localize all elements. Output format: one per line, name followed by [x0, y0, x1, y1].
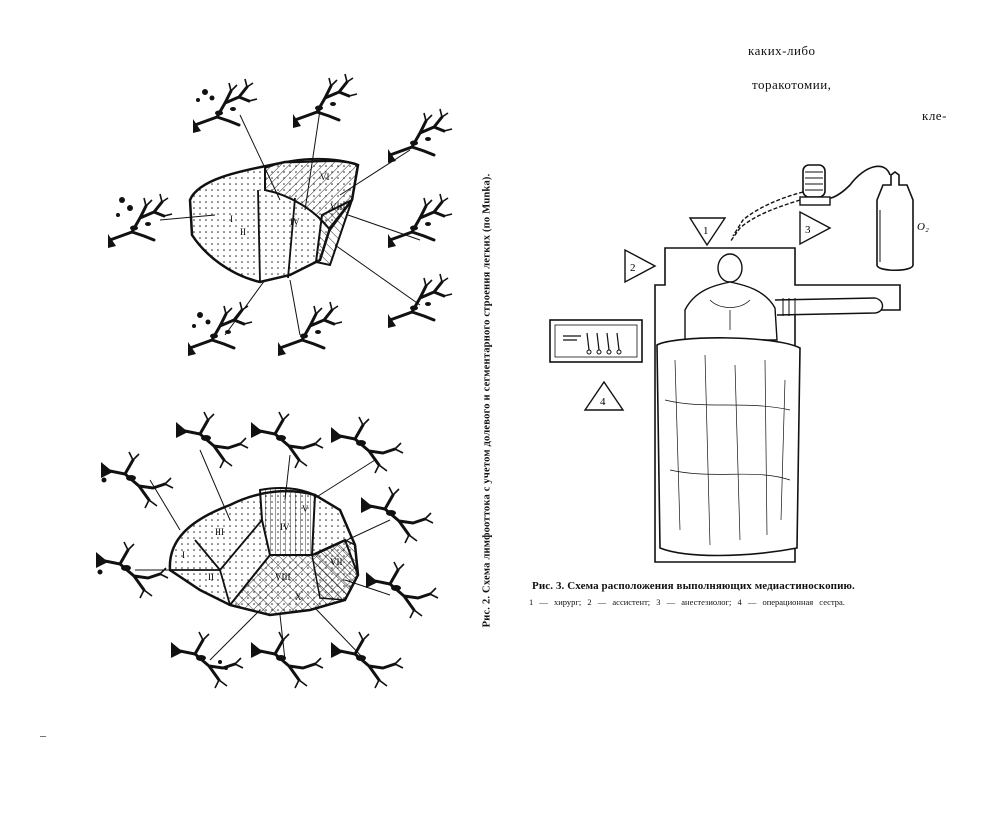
- upper-seg-label-1: I: [230, 214, 233, 224]
- lower-seg-label-10: X: [295, 592, 302, 602]
- marker-3-anesthesiologist: 3: [799, 210, 832, 246]
- svg-text:2: 2: [630, 262, 636, 274]
- instrument-tray: [549, 319, 643, 363]
- lower-lymph-branches: [94, 410, 440, 690]
- text-fragment-2: торакотомии,: [752, 77, 832, 92]
- figure-3-mediastinoscopy-scheme: O₂ 1 2 3: [549, 164, 929, 563]
- upper-lung-diagram: I II IV VI VIII: [188, 157, 360, 284]
- upper-lymph-branches: [106, 72, 454, 358]
- lower-seg-label-4: IV: [280, 522, 290, 532]
- lower-seg-label-8: VIII: [275, 572, 291, 582]
- oxygen-label: O₂: [917, 221, 929, 233]
- text-fragment-3: кле-: [922, 108, 947, 123]
- figure-2-caption: Рис. 2. Схема лимфооттока с учетом долев…: [481, 173, 493, 627]
- lower-seg-label-2: II: [208, 572, 214, 582]
- text-fragment-1: каких-либо: [748, 43, 816, 58]
- lower-seg-label-1: I: [182, 550, 185, 560]
- upper-seg-label-6: VI: [320, 172, 330, 182]
- figure-3-caption-title: Рис. 3. Схема расположения выполняющих м…: [532, 580, 855, 592]
- anesthesia-device: [799, 164, 831, 206]
- figure-2-lymph-drainage-diagram: I II IV VI VIII I III II IV V VIII VII: [94, 72, 454, 690]
- figure-3-caption-legend: 1 — хирург; 2 — ассистент; 3 — анестезио…: [529, 597, 845, 607]
- lower-lung-diagram: I III II IV V VIII VII X: [168, 486, 360, 617]
- blanket: [656, 337, 801, 557]
- upper-seg-label-8: VIII: [330, 202, 346, 212]
- upper-seg-label-2: II: [240, 227, 246, 237]
- marker-2-assistant: 2: [624, 248, 657, 284]
- upper-seg-label-4: IV: [290, 217, 300, 227]
- svg-text:3: 3: [805, 224, 811, 236]
- lower-seg-label-3: III: [215, 527, 224, 537]
- patient: [684, 253, 884, 341]
- lower-seg-label-5: V: [302, 504, 309, 514]
- lower-seg-label-7: VII: [330, 557, 343, 567]
- marker-1-surgeon: 1: [688, 217, 727, 247]
- svg-text:1: 1: [703, 225, 709, 237]
- svg-text:4: 4: [600, 396, 606, 408]
- marker-4-nurse: 4: [583, 380, 625, 411]
- oxygen-cylinder: O₂: [876, 171, 929, 272]
- footer-dash: –: [40, 728, 46, 742]
